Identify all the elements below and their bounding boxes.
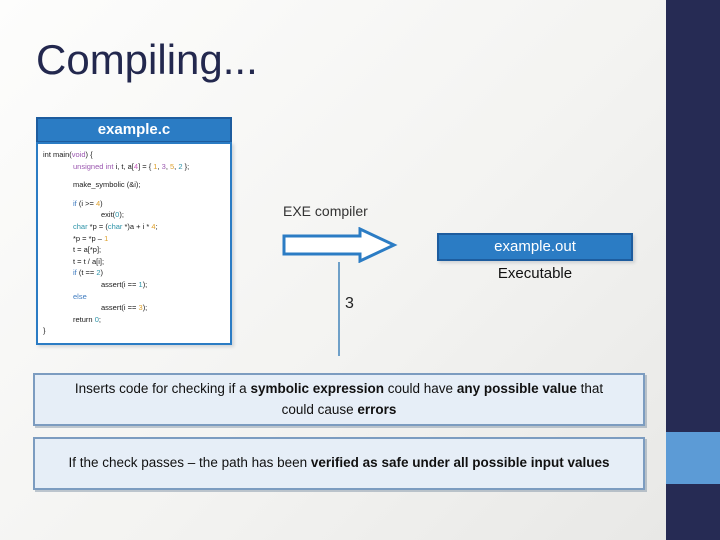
callout-verified-safe-text: If the check passes – the path has been … [68, 455, 610, 471]
output-caption: Executable [497, 265, 573, 282]
branch-value-label: 3 [345, 295, 354, 312]
code-line: t = t / a[i]; [73, 256, 105, 266]
callout-symbolic-check: Inserts code for checking if a symbolic … [33, 373, 645, 426]
code-line: assert(i == 1); [101, 279, 148, 289]
callout-verified-safe: If the check passes – the path has been … [33, 437, 645, 490]
arrow-right-icon [282, 227, 398, 263]
code-line: exit(0); [101, 210, 124, 220]
output-file-box: example.out [437, 233, 633, 261]
code-lines: int main(void) { unsigned int i, t, a[4] … [43, 149, 227, 337]
code-line: if (i >= 4) [73, 198, 103, 208]
page-title: Compiling... [36, 36, 258, 83]
code-line: if (t == 2) [73, 268, 104, 278]
code-line: } [43, 326, 46, 336]
code-line: t = a[*p]; [73, 245, 102, 255]
code-line: int main(void) { [43, 150, 93, 159]
code-line: return 0; [73, 314, 101, 324]
connector-line [338, 262, 340, 356]
code-line: char *p = (char *)a + i * 4; [73, 221, 158, 231]
code-file-tab: example.c [36, 117, 232, 143]
compiler-label: EXE compiler [283, 203, 368, 219]
code-line: else [73, 291, 87, 301]
side-accent-block [666, 432, 720, 484]
code-box: int main(void) { unsigned int i, t, a[4] … [36, 142, 232, 345]
code-line: *p = *p – 1 [73, 233, 109, 243]
code-line: make_symbolic (&i); [73, 180, 141, 190]
callout-symbolic-check-text: Inserts code for checking if a symbolic … [74, 381, 604, 417]
code-line: unsigned int i, t, a[4] = { 1, 3, 5, 2 }… [73, 161, 190, 171]
code-line: assert(i == 3); [101, 303, 148, 313]
